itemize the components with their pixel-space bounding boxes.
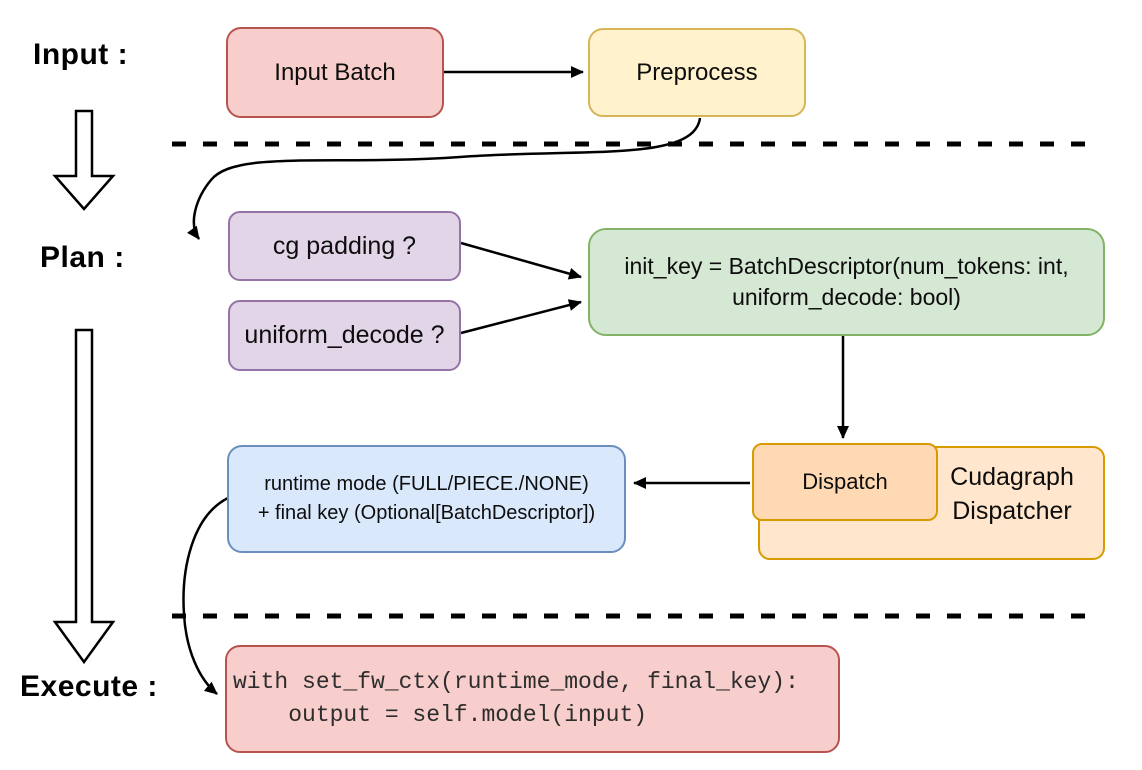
node-cg-padding: cg padding ? <box>228 211 461 281</box>
node-execute-code-line1: with set_fw_ctx(runtime_mode, final_key)… <box>233 669 799 695</box>
connector-cg-padding-to-init-key <box>460 241 582 280</box>
node-preprocess: Preprocess <box>588 28 806 117</box>
connector-runtime-mode-to-execute-code <box>182 496 229 695</box>
node-execute-code-line2: output = self.model(input) <box>233 702 648 728</box>
node-dispatch: Dispatch <box>752 443 938 521</box>
node-dispatch-label: Dispatch <box>802 469 888 494</box>
node-init-key-line1: init_key = BatchDescriptor(num_tokens: i… <box>624 253 1069 279</box>
node-cudagraph-dispatcher-line2: Dispatcher <box>952 497 1072 525</box>
stage-label-execute: Execute : <box>20 670 158 703</box>
node-runtime-mode-line1: runtime mode (FULL/PIECE./NONE) <box>264 473 589 495</box>
stage-down-arrow-icon-input-to-plan <box>52 109 116 211</box>
stage-label-input: Input : <box>33 38 129 71</box>
node-cudagraph-dispatcher-text: Cudagraph Dispatcher <box>927 460 1097 528</box>
node-uniform-decode: uniform_decode ? <box>228 300 461 371</box>
node-runtime-mode-line2: + final key (Optional[BatchDescriptor]) <box>257 502 596 524</box>
stage-down-arrow-icon-plan-to-execute <box>52 328 116 665</box>
connector-uniform-decode-to-init-key <box>460 299 582 335</box>
node-cudagraph-dispatcher-line1: Cudagraph <box>950 463 1074 491</box>
node-init-key: init_key = BatchDescriptor(num_tokens: i… <box>588 228 1105 336</box>
node-input-batch: Input Batch <box>226 27 444 118</box>
node-preprocess-label: Preprocess <box>636 58 758 86</box>
node-cg-padding-label: cg padding ? <box>272 231 417 260</box>
node-execute-code: with set_fw_ctx(runtime_mode, final_key)… <box>225 645 840 753</box>
connector-preprocess-to-cg-padding <box>187 117 702 240</box>
node-init-key-line2: uniform_decode: bool) <box>732 284 961 310</box>
node-uniform-decode-label: uniform_decode ? <box>244 321 445 349</box>
node-runtime-mode: runtime mode (FULL/PIECE./NONE) + final … <box>227 445 626 553</box>
node-input-batch-label: Input Batch <box>274 58 396 86</box>
stage-label-plan: Plan : <box>40 241 125 274</box>
